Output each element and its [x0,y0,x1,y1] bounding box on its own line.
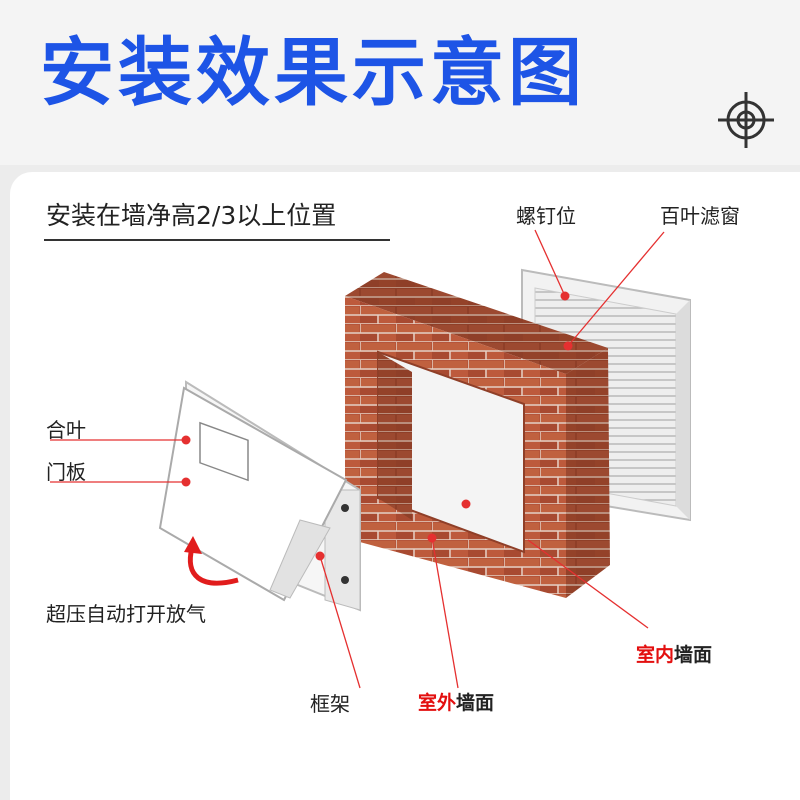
page-title: 安装效果示意图 [40,30,586,116]
label-outdoor-wall: 室外墙面 [418,688,494,715]
label-outdoor-emphasis: 室外 [418,692,457,714]
label-indoor-wall-text: 墙面 [674,644,713,666]
label-louver-filter: 百叶滤窗 [660,204,740,228]
arrow-head-icon [184,536,202,554]
installation-height-note: 安装在墙净高2/3以上位置 [46,201,337,230]
marker-dots [181,291,573,561]
label-screw-position: 螺钉位 [516,204,576,228]
brick-wall-block [345,272,610,598]
leader-lines [50,229,665,689]
relief-valve-assembly [158,380,361,612]
label-closing-leaf: 合叶 [46,418,86,442]
label-indoor-emphasis: 室内 [636,644,675,666]
label-door-panel: 门板 [46,460,86,484]
open-direction-arrow-icon [187,547,239,586]
label-frame: 框架 [310,692,350,716]
crosshair-target-icon [718,92,774,148]
header-band: 安装效果示意图 [0,0,800,165]
label-auto-open: 超压自动打开放气 [46,602,206,626]
subtitle-underline [44,239,390,241]
label-outdoor-wall-text: 墙面 [456,692,495,714]
label-indoor-wall: 室内墙面 [636,640,712,667]
